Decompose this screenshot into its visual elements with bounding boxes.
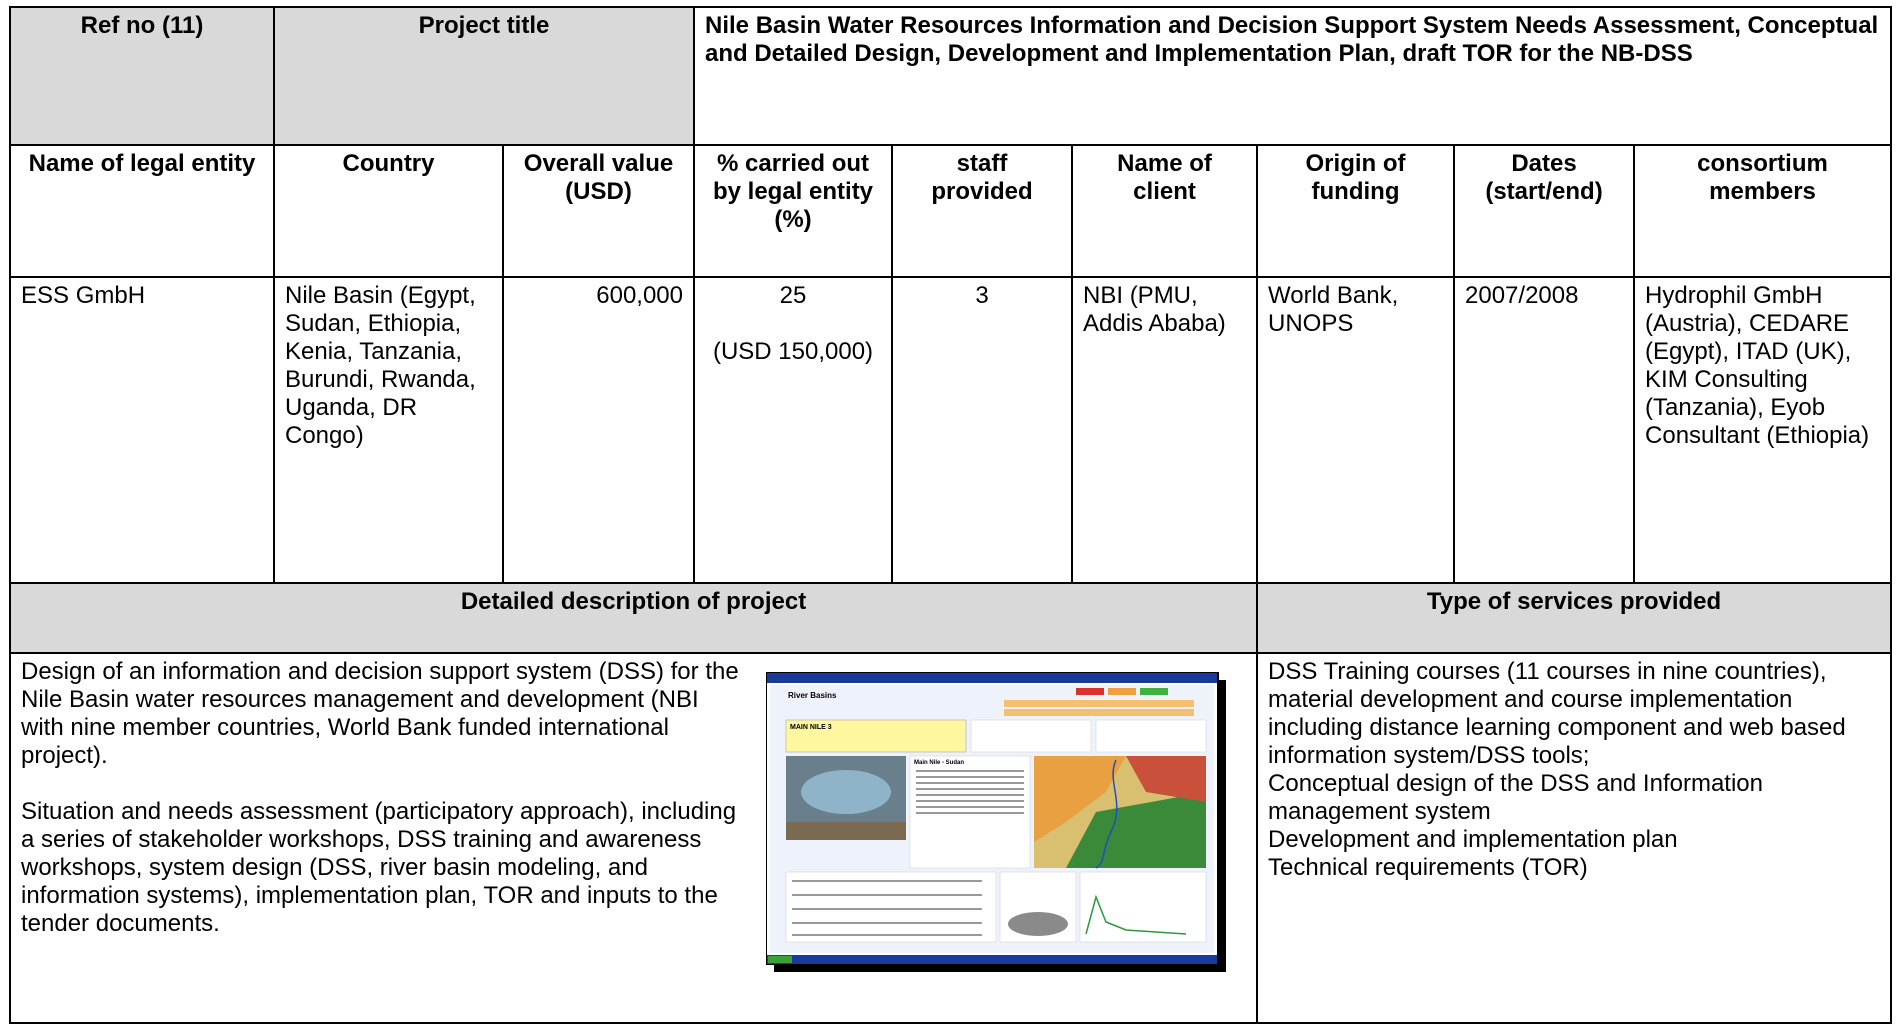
col-consortium: consortium members (1633, 144, 1893, 278)
col-overall-value: Overall value (USD) (501, 144, 696, 278)
col-percent: % carried out by legal entity (%) (693, 144, 894, 278)
services-heading: Type of services provided (1256, 582, 1893, 654)
col-client: Name of client (1071, 144, 1259, 278)
screenshot-app-header: River Basins (788, 691, 837, 700)
cell-dates: 2007/2008 (1453, 276, 1636, 584)
cell-percent: 25 (USD 150,000) (693, 276, 894, 584)
cell-funding: World Bank, UNOPS (1256, 276, 1456, 584)
project-title-label: Project title (272, 6, 696, 146)
cell-staff: 3 (891, 276, 1074, 584)
cell-country: Nile Basin (Egypt, Sudan, Ethiopia, Keni… (273, 276, 504, 584)
col-legal-entity: Name of legal entity (9, 144, 275, 278)
screenshot-panel-title: MAIN NILE 3 (790, 724, 832, 731)
col-funding: Origin of funding (1256, 144, 1456, 278)
cell-legal-entity: ESS GmbH (9, 276, 275, 584)
services-cell: DSS Training courses (11 courses in nine… (1256, 652, 1893, 1024)
ref-number: Ref no (11) (9, 6, 275, 146)
percent-value: 25 (779, 282, 807, 309)
percent-usd: (USD 150,000) (712, 338, 874, 365)
description-paragraph: Design of an information and decision su… (21, 658, 739, 769)
description-text: Design of an information and decision su… (21, 658, 741, 938)
col-country: Country (273, 144, 504, 278)
cell-client: NBI (PMU, Addis Ababa) (1071, 276, 1259, 584)
cell-consortium: Hydrophil GmbH (Austria), CEDARE (Egypt)… (1633, 276, 1893, 584)
description-paragraph: Situation and needs assessment (particip… (21, 798, 737, 937)
screenshot-article-title: Main Nile - Sudan (914, 760, 964, 766)
services-item: Technical requirements (TOR) (1268, 854, 1588, 881)
project-title: Nile Basin Water Resources Information a… (693, 6, 1893, 146)
col-dates: Dates (start/end) (1453, 144, 1636, 278)
services-item: Development and implementation plan (1268, 826, 1678, 853)
col-staff: staff provided (891, 144, 1074, 278)
services-item: DSS Training courses (11 courses in nine… (1268, 658, 1846, 769)
description-heading: Detailed description of project (8, 582, 1259, 654)
description-cell: Design of an information and decision su… (8, 652, 1259, 1024)
services-list: DSS Training courses (11 courses in nine… (1268, 658, 1880, 882)
dss-screenshot-image: River Basins MAIN NILE 3 Main Nile - Sud… (766, 672, 1226, 972)
project-reference-table: Ref no (11) Project title Nile Basin Wat… (8, 6, 1893, 1024)
cell-overall-value: 600,000 (501, 276, 696, 584)
services-item: Conceptual design of the DSS and Informa… (1268, 770, 1763, 825)
